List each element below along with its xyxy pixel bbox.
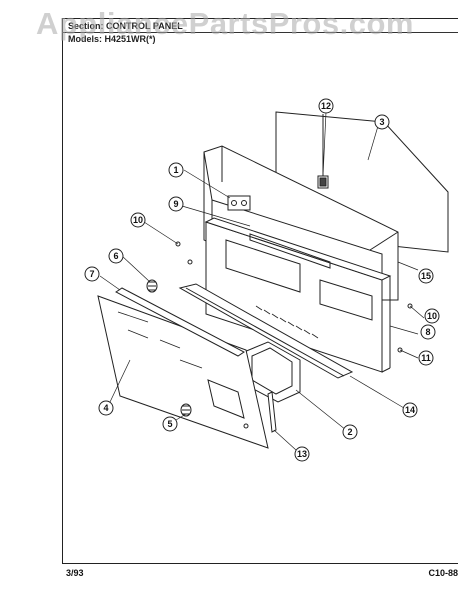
screw: [187, 259, 193, 265]
page-reference: C10-88: [428, 568, 458, 578]
svg-text:13: 13: [297, 449, 307, 459]
svg-text:10: 10: [133, 215, 143, 225]
svg-text:5: 5: [167, 419, 172, 429]
callout-15: 15: [418, 268, 434, 284]
section-value: CONTROL PANEL: [106, 21, 183, 31]
svg-text:3: 3: [379, 117, 384, 127]
svg-text:12: 12: [321, 101, 331, 111]
callout-1: 1: [168, 162, 184, 178]
callout-8: 8: [420, 324, 436, 340]
screw: [243, 423, 249, 429]
callout-4: 4: [98, 400, 114, 416]
svg-text:15: 15: [421, 271, 431, 281]
callout-2: 2: [342, 424, 358, 440]
callout-11: 11: [418, 350, 434, 366]
svg-text:6: 6: [113, 251, 118, 261]
svg-text:9: 9: [173, 199, 178, 209]
part-knob-upper: [146, 279, 158, 293]
svg-text:1: 1: [173, 165, 178, 175]
svg-text:10: 10: [427, 311, 437, 321]
svg-text:4: 4: [103, 403, 108, 413]
svg-text:2: 2: [347, 427, 352, 437]
screw: [397, 347, 403, 353]
callout-12: 12: [318, 98, 334, 114]
svg-text:8: 8: [425, 327, 430, 337]
part-rod: [115, 287, 245, 357]
part-knob-lower: [180, 403, 192, 417]
screw: [175, 241, 181, 247]
part-bracket: [227, 195, 251, 211]
svg-text:14: 14: [405, 405, 415, 415]
callout-10-right: 10: [424, 308, 440, 324]
drawing-frame: [62, 18, 458, 564]
revision-date: 3/93: [66, 568, 84, 578]
part-pin: [267, 391, 277, 433]
callout-10-left: 10: [130, 212, 146, 228]
callout-9: 9: [168, 196, 184, 212]
callout-6: 6: [108, 248, 124, 264]
models-header: Models: H4251WR(*): [68, 34, 156, 44]
part-strip: [178, 283, 354, 379]
callout-13: 13: [294, 446, 310, 462]
callout-7: 7: [84, 266, 100, 282]
callout-14: 14: [402, 402, 418, 418]
models-label: Models:: [68, 34, 103, 44]
screw: [407, 303, 413, 309]
svg-text:7: 7: [89, 269, 94, 279]
callout-5: 5: [162, 416, 178, 432]
callout-3: 3: [374, 114, 390, 130]
header-divider: [62, 32, 458, 33]
section-label: Section:: [68, 21, 104, 31]
svg-text:11: 11: [421, 353, 431, 363]
models-value: H4251WR(*): [104, 34, 156, 44]
section-header: Section: CONTROL PANEL: [68, 21, 183, 31]
